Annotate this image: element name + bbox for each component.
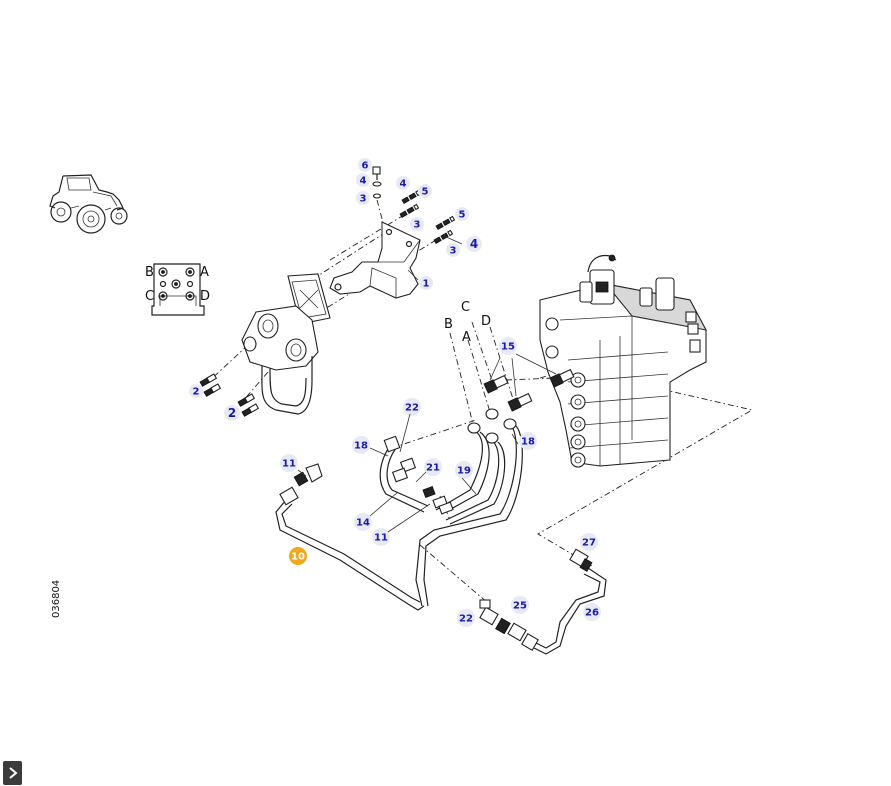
callout-21[interactable]: 21 [424,458,442,476]
callout-14[interactable]: 14 [354,513,372,531]
port-layout-diagram: B A C D [145,263,210,316]
svg-text:4: 4 [470,237,478,251]
callout-22[interactable]: 22 [457,609,475,627]
fittings-15[interactable] [483,368,575,412]
port-label-d: D [200,289,210,304]
svg-text:25: 25 [513,601,527,612]
callout-leaders [297,235,557,533]
callout-3[interactable]: 3 [446,243,460,257]
callout-4[interactable]: 4 [396,176,410,190]
svg-text:21: 21 [426,463,440,474]
svg-text:3: 3 [414,220,421,231]
callout-4[interactable]: 4 [356,173,370,187]
svg-text:15: 15 [501,342,515,353]
svg-text:4: 4 [400,179,407,190]
sidebar-toggle-button[interactable] [3,761,22,785]
callout-3[interactable]: 3 [356,191,370,205]
hose-10[interactable] [275,463,425,611]
callout-26[interactable]: 26 [583,603,601,621]
callout-11[interactable]: 11 [372,528,390,546]
drawing-reference-number: 036804 [51,580,62,618]
callout-18[interactable]: 18 [519,432,537,450]
callout-1[interactable]: 1 [419,276,433,290]
callout-27[interactable]: 27 [580,533,598,551]
svg-text:11: 11 [282,459,296,470]
hose-port-letters: B A C D [444,300,491,345]
callout-10-highlighted[interactable]: 10 [289,547,307,565]
svg-text:10: 10 [291,552,305,563]
callout-11[interactable]: 11 [280,454,298,472]
callout-19[interactable]: 19 [455,461,473,479]
svg-text:18: 18 [354,441,368,452]
control-valve-block[interactable] [539,254,707,468]
hose-port-d: D [481,314,491,329]
port-label-c: C [145,289,154,304]
svg-text:3: 3 [450,246,457,257]
svg-text:19: 19 [457,466,471,477]
port-label-a: A [200,265,209,280]
svg-text:18: 18 [521,437,535,448]
callout-3[interactable]: 3 [410,217,424,231]
chevron-right-icon [8,767,18,779]
svg-text:14: 14 [356,518,370,529]
coupler-block[interactable] [199,273,331,417]
hose-assembly[interactable] [379,408,523,607]
svg-text:27: 27 [582,538,596,549]
callout-15[interactable]: 15 [499,337,517,355]
callout-6[interactable]: 6 [358,158,372,172]
hose-port-c: C [461,300,470,315]
svg-text:2: 2 [228,406,236,420]
callout-25[interactable]: 25 [511,596,529,614]
callout-5[interactable]: 5 [455,207,469,221]
svg-text:1: 1 [423,279,430,290]
svg-text:5: 5 [422,187,429,198]
callout-2[interactable]: 2 [224,405,240,421]
callout-4[interactable]: 4 [466,236,482,252]
hose-26[interactable] [479,548,607,655]
callout-2[interactable]: 2 [189,384,203,398]
hose-port-b: B [444,317,453,332]
svg-text:11: 11 [374,533,388,544]
svg-text:2: 2 [193,387,200,398]
svg-text:4: 4 [360,176,367,187]
svg-text:5: 5 [459,210,466,221]
mounting-bracket[interactable] [329,221,421,299]
callout-18[interactable]: 18 [352,436,370,454]
tractor-thumbnail[interactable] [49,174,128,234]
port-label-b: B [145,265,154,280]
svg-text:22: 22 [405,403,419,414]
callout-22[interactable]: 22 [403,398,421,416]
svg-text:22: 22 [459,614,473,625]
svg-text:26: 26 [585,608,599,619]
hose-port-a: A [462,330,471,345]
callout-5[interactable]: 5 [418,184,432,198]
svg-text:3: 3 [360,194,367,205]
svg-text:6: 6 [362,161,369,172]
